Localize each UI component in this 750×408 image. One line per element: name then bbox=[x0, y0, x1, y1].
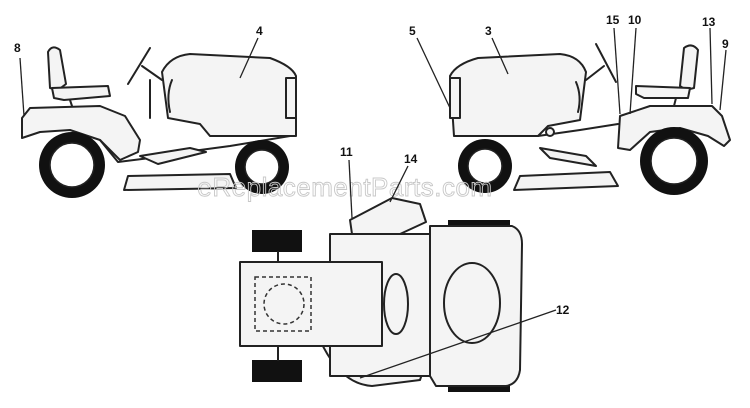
callout-5: 5 bbox=[409, 24, 451, 109]
left-hood-contour bbox=[167, 79, 173, 113]
callout-label-13: 13 bbox=[702, 15, 716, 29]
callout-label-15: 15 bbox=[606, 13, 620, 27]
left-hood bbox=[161, 53, 297, 137]
callout-3: 3 bbox=[485, 24, 509, 75]
left-rear-rim bbox=[49, 142, 95, 188]
tractor-top-view bbox=[239, 197, 523, 392]
leader-13 bbox=[709, 27, 713, 105]
leader-15 bbox=[613, 27, 621, 115]
left-mower-deck bbox=[123, 173, 237, 191]
left-foot-pedal bbox=[139, 147, 207, 165]
leader-9 bbox=[719, 49, 727, 111]
callout-11: 11 bbox=[340, 145, 353, 219]
right-seat bbox=[635, 85, 691, 99]
top-seat-back bbox=[383, 273, 409, 335]
callout-label-9: 9 bbox=[722, 37, 729, 51]
callout-label-5: 5 bbox=[409, 24, 416, 38]
right-rear-rim bbox=[650, 137, 698, 185]
left-steering-wheel bbox=[127, 47, 151, 85]
right-front-rim bbox=[467, 148, 503, 184]
right-steering-wheel bbox=[595, 43, 617, 83]
leader-10 bbox=[629, 27, 637, 115]
callout-12: 12 bbox=[359, 303, 570, 379]
top-decal-outline bbox=[254, 276, 312, 332]
callout-14: 14 bbox=[389, 152, 418, 203]
right-foot-pedal bbox=[539, 147, 597, 167]
left-seat-back bbox=[47, 46, 67, 91]
callout-label-12: 12 bbox=[556, 303, 570, 317]
callout-10: 10 bbox=[628, 13, 642, 115]
left-steering-column bbox=[141, 65, 163, 81]
callout-label-10: 10 bbox=[628, 13, 642, 27]
left-rear-fender bbox=[21, 105, 141, 161]
right-mower-deck bbox=[513, 171, 619, 191]
leader-3 bbox=[491, 37, 509, 75]
callout-label-3: 3 bbox=[485, 24, 492, 38]
left-grille bbox=[285, 77, 297, 119]
leader-8 bbox=[19, 57, 25, 117]
callout-13: 13 bbox=[702, 15, 716, 105]
top-decal-circle bbox=[263, 283, 305, 325]
right-seat-post bbox=[673, 97, 677, 107]
leader-14 bbox=[389, 165, 409, 203]
tractor-left-view bbox=[21, 46, 297, 198]
callout-label-11: 11 bbox=[340, 145, 353, 159]
callout-4: 4 bbox=[239, 24, 263, 79]
leader-5 bbox=[416, 37, 451, 109]
top-rear-tire-upper bbox=[252, 230, 302, 252]
leader-12 bbox=[359, 309, 557, 379]
callout-label-8: 8 bbox=[14, 41, 21, 55]
leader-4 bbox=[239, 37, 259, 79]
right-steering-column bbox=[585, 65, 605, 81]
right-hood bbox=[449, 53, 587, 137]
callout-15: 15 bbox=[606, 13, 621, 115]
watermark-text: eReplacementParts.com bbox=[197, 172, 492, 202]
top-rear-tire-lower bbox=[252, 360, 302, 382]
leader-11 bbox=[348, 159, 353, 219]
callout-8: 8 bbox=[14, 41, 25, 117]
tractor-right-view bbox=[449, 43, 731, 195]
left-seat-post bbox=[69, 99, 73, 107]
callout-label-4: 4 bbox=[256, 24, 263, 38]
left-seat bbox=[51, 85, 111, 101]
top-air-intake bbox=[443, 262, 501, 344]
right-hood-contour bbox=[575, 81, 581, 113]
top-rear-fender bbox=[239, 261, 383, 347]
right-grille bbox=[449, 77, 461, 119]
callout-9: 9 bbox=[719, 37, 729, 111]
right-seat-back bbox=[679, 44, 699, 91]
top-steering-wheel bbox=[349, 197, 427, 235]
left-front-rim bbox=[244, 149, 280, 185]
right-lift-lever bbox=[545, 127, 555, 137]
callout-label-14: 14 bbox=[404, 152, 418, 166]
